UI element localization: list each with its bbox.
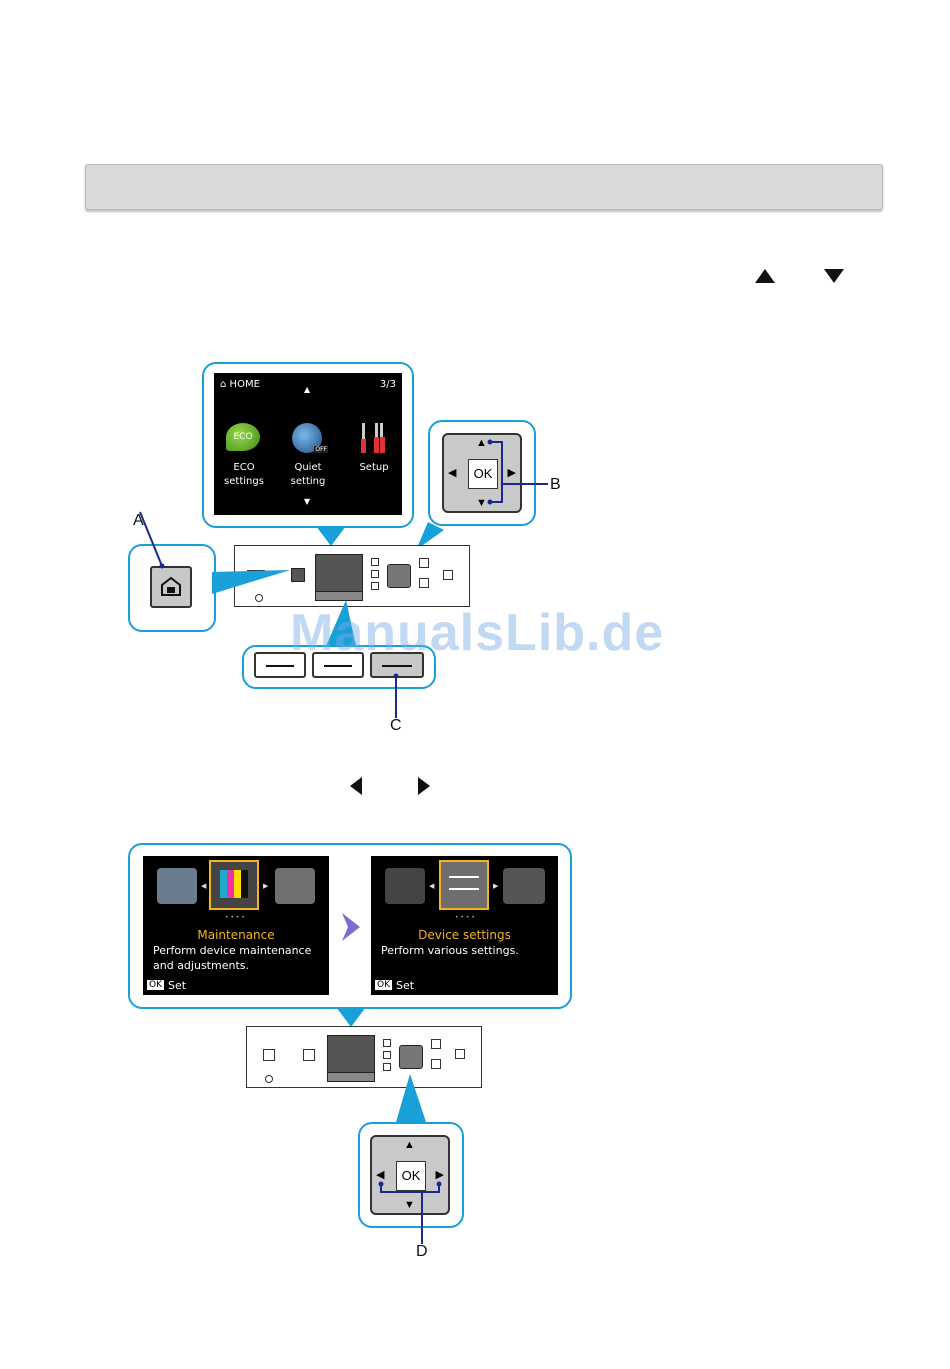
nav-right-icon[interactable]: ▶ [263,882,268,890]
panel-button[interactable] [383,1063,391,1071]
panel-arrow-pad[interactable] [399,1045,423,1069]
menu-item-quiet[interactable]: Quiet setting [282,461,334,489]
eco-label-2: settings [218,475,270,489]
eco-leaf-icon: ECO [226,423,260,451]
maintenance-title: Maintenance [143,928,329,942]
panel-button[interactable] [431,1039,441,1049]
device-settings-title: Device settings [371,928,558,942]
lcd-maintenance-screen: ◀ ▶ • • • • Maintenance Perform device m… [143,856,329,995]
eco-badge: ECO [226,423,260,451]
home-icon: ⌂ [220,379,226,390]
panel-lcd [315,554,363,592]
pad-up-icon[interactable]: ▲ [404,1139,415,1151]
section-header-bar [85,164,883,210]
callout-label-a: A [133,512,144,530]
panel-button[interactable] [303,1049,315,1061]
quiet-off-badge: OFF [314,446,328,453]
panel-button[interactable] [371,558,379,566]
panel-button[interactable] [383,1039,391,1047]
arrow-pad-callout-pointer-2 [396,1074,426,1124]
callout-label-c: C [390,717,402,735]
maintenance-desc-1: Perform device maintenance [153,944,311,957]
scroll-up-indicator-icon: ▲ [304,385,310,394]
ink-info-icon [503,868,545,904]
up-arrow-icon [754,268,776,284]
transition-arrow-icon [340,912,362,942]
panel-button[interactable] [455,1049,465,1059]
callout-label-b: B [550,476,561,494]
panel-button[interactable] [419,578,429,588]
panel-button[interactable] [371,570,379,578]
panel-button[interactable] [431,1059,441,1069]
panel-button[interactable] [263,1049,275,1061]
quiet-setting-icon: OFF [292,423,322,453]
callout-label-d: D [416,1243,428,1261]
quiet-label-1: Quiet [282,461,334,475]
panel-lcd [327,1035,375,1073]
menu-item-setup[interactable]: Setup [350,461,398,475]
ok-badge: OK [147,980,164,990]
menu-item-eco[interactable]: ECO settings [218,461,270,489]
callout-c-line [390,672,402,720]
setup-label-1: Setup [350,461,398,475]
ok-badge: OK [375,980,392,990]
device-settings-desc-1: Perform various settings. [381,944,519,957]
page-dots: • • • • [225,914,245,921]
maintenance-desc-2: and adjustments. [153,959,249,972]
panel-button[interactable] [419,558,429,568]
watermark: ManualsLib.de [290,603,664,663]
panel-button[interactable] [443,570,453,580]
home-header: ⌂ HOME [220,379,260,390]
down-arrow-icon [823,268,845,284]
eco-label-1: ECO [218,461,270,475]
device-settings-selected-icon[interactable] [439,860,489,910]
quiet-label-2: setting [282,475,334,489]
maintenance-icon[interactable] [209,860,259,910]
panel-softkeys[interactable] [327,1072,375,1082]
home-button[interactable] [150,566,192,608]
callout-d-bracket [372,1180,448,1246]
control-panel-2 [246,1026,482,1088]
power-indicator [265,1075,273,1083]
home-icon [152,568,190,606]
home-label: HOME [230,379,260,390]
pad-left-icon[interactable]: ◀ [448,466,456,479]
left-arrow-icon [348,776,364,796]
maintenance-icon-small [385,868,425,904]
scroll-down-indicator-icon: ▼ [304,497,310,506]
nav-left-icon[interactable]: ◀ [429,882,434,890]
page-dots: • • • • [455,914,475,921]
nav-right-icon[interactable]: ▶ [493,882,498,890]
right-arrow-icon [416,776,432,796]
home-callout-pointer [212,568,292,598]
set-label: Set [396,979,414,992]
setup-tools-icon [358,421,388,455]
panel-button[interactable] [371,582,379,590]
callout-b-bracket [470,436,550,506]
device-settings-icon [275,868,315,904]
panel-home-button[interactable] [291,568,305,582]
panel-button[interactable] [383,1051,391,1059]
nav-left-icon[interactable]: ◀ [201,882,206,890]
panel-arrow-pad[interactable] [387,564,411,588]
cloud-print-icon [157,868,197,904]
page-indicator: 3/3 [380,379,396,390]
set-label: Set [168,979,186,992]
lcd-home-screen: ⌂ HOME ▲ 3/3 ECO ECO settings OFF Quiet … [214,373,402,515]
lcd-device-settings-screen: ◀ ▶ • • • • Device settings Perform vari… [371,856,558,995]
